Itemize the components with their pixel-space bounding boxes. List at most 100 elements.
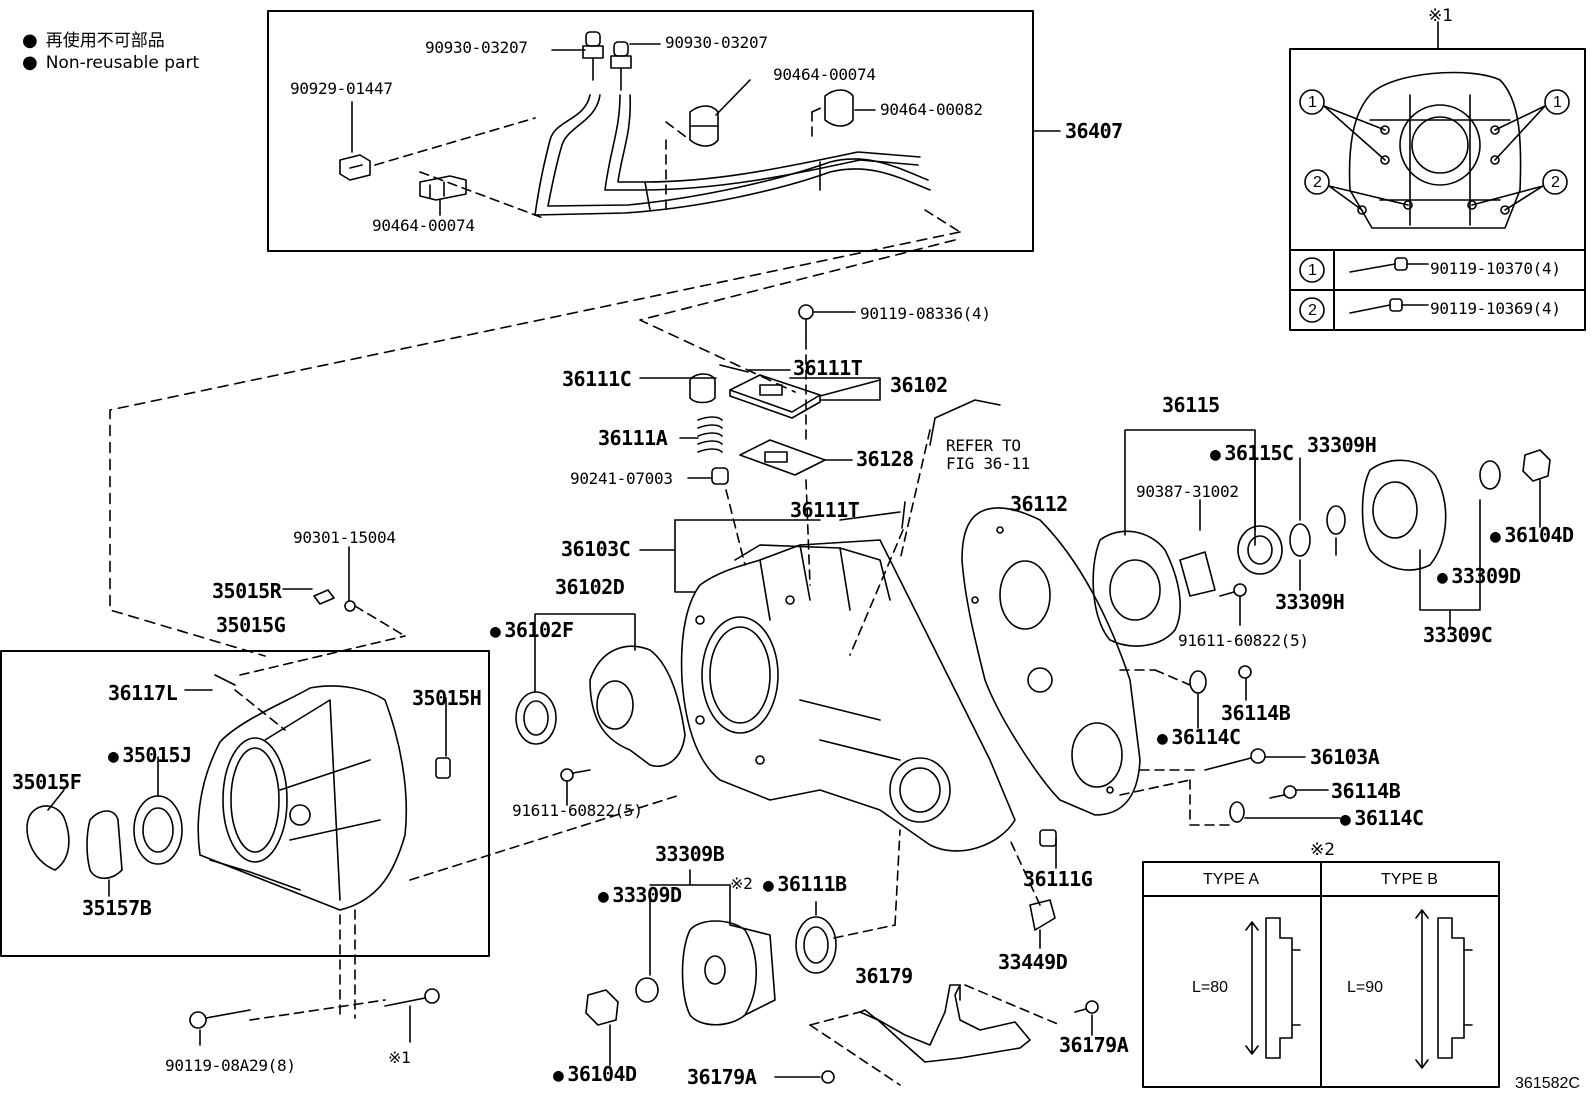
callout-36102: 36102	[890, 373, 948, 397]
seal-type-a	[1265, 917, 1301, 1059]
callout-33309D-rear: 33309D	[1437, 566, 1521, 587]
oil-line-kit-frame	[267, 10, 1034, 252]
nut-36104D-rear	[1522, 449, 1551, 482]
callout-33309H-top: 33309H	[1307, 433, 1377, 457]
bolt-36103A	[1204, 748, 1266, 771]
washer-33309H	[1289, 523, 1311, 557]
inset-1-row1-num: 1	[1308, 262, 1317, 279]
callout-36117L: 36117L	[108, 681, 178, 705]
callout-36103C: 36103C	[561, 537, 631, 561]
transfer-case-rear-cover	[961, 507, 1141, 816]
ball-90241	[711, 467, 729, 485]
inset-1-mark: ※1	[1428, 6, 1454, 26]
callout-ref2-mark: ※2	[730, 874, 753, 893]
bolt-row1-icon	[1349, 257, 1429, 273]
callout-33309C: 33309C	[1423, 623, 1493, 647]
inset-2-mark: ※2	[1310, 840, 1336, 860]
callout-90930-03207-right: 90930-03207	[665, 33, 768, 52]
callout-36179A-right: 36179A	[1059, 1033, 1129, 1057]
inset-2-length-a: L=80	[1192, 979, 1229, 996]
oil-seal-36102F	[515, 691, 557, 745]
callout-36114B-lower: 36114B	[1331, 779, 1401, 803]
bolt-90119-08336	[798, 304, 814, 341]
callout-36104D-front: 36104D	[553, 1064, 637, 1085]
callout-91611-60822-front: 91611-60822(5)	[512, 801, 643, 820]
callout-36111B: 36111B	[763, 874, 847, 895]
bolt-row2-icon	[1349, 298, 1429, 314]
callout-36111A: 36111A	[598, 426, 668, 450]
callout-36111C: 36111C	[562, 367, 632, 391]
callout-90241-07003: 90241-07003	[570, 469, 673, 488]
bearing-36115C	[1237, 525, 1283, 575]
union-bolt-left	[582, 31, 604, 81]
callout-90387-31002: 90387-31002	[1136, 482, 1239, 501]
callout-35015R: 35015R	[212, 579, 282, 603]
gasket-36128	[739, 439, 826, 476]
clip-33449D	[1029, 899, 1056, 931]
callout-36115C: 36115C	[1210, 443, 1294, 464]
pin-36111G	[1039, 829, 1057, 847]
callout-91611-60822-rear: 91611-60822(5)	[1178, 631, 1309, 650]
bushing-90387	[1179, 551, 1216, 597]
callout-36103A: 36103A	[1310, 745, 1380, 769]
callout-33309B: 33309B	[655, 842, 725, 866]
callout-90464-00082: 90464-00082	[880, 100, 983, 119]
tube-clamp-right	[824, 89, 854, 127]
washer-36114C-upper	[1189, 670, 1207, 694]
skid-bracket-36179	[859, 984, 1031, 1063]
figure-id: 361582C	[1515, 1075, 1580, 1092]
washer-36114C-lower	[1229, 801, 1245, 823]
spring-36111A	[697, 416, 723, 453]
callout-90930-03207-left: 90930-03207	[425, 38, 528, 57]
legend-text-en: Non-reusable part	[45, 53, 200, 73]
bullet-icon: ●	[22, 52, 38, 73]
bolt-36114B-lower	[1269, 785, 1297, 799]
callout-ref1-mark: ※1	[388, 1048, 411, 1067]
callout-circle-2-right	[1542, 169, 1568, 195]
callout-35015G: 35015G	[216, 613, 286, 637]
callout-90929-01447: 90929-01447	[290, 79, 393, 98]
callout-36102F: 36102F	[490, 620, 574, 641]
inset-1-circle-label-2-right: 2	[1551, 174, 1560, 191]
callout-36111T-mid: 36111T	[790, 498, 860, 522]
washer-33309H-small	[1326, 505, 1346, 535]
seal-33309D-front	[635, 977, 659, 1003]
callout-36179A-bottom: 36179A	[687, 1065, 757, 1089]
bushing-35015H	[435, 757, 451, 779]
callout-36115: 36115	[1162, 393, 1220, 417]
callout-circle-1-right	[1544, 89, 1570, 115]
inset-2-length-b: L=90	[1347, 979, 1384, 996]
dust-deflector	[86, 810, 123, 880]
breather-pin	[214, 674, 236, 686]
union-bolt-right	[610, 41, 632, 91]
callout-36407: 36407	[1065, 119, 1123, 143]
pin-36111T-top	[719, 364, 749, 373]
oil-cooler-tube-assembly	[534, 94, 931, 216]
callout-36114C-lower: 36114C	[1340, 808, 1424, 829]
inset-1-row2-part: 90119-10369(4)	[1430, 299, 1561, 318]
rear-output-retainer	[1092, 530, 1181, 647]
front-output-housing	[589, 645, 686, 767]
callout-36104D-rear: 36104D	[1490, 525, 1574, 546]
inset-1-row1-part: 90119-10370(4)	[1430, 259, 1561, 278]
length-b-dim	[1415, 909, 1429, 1069]
callout-circle-1-left	[1299, 89, 1325, 115]
companion-flange-front	[681, 920, 776, 1026]
row2-circle	[1299, 297, 1325, 323]
legend-text-jp: 再使用不可部品	[45, 31, 165, 51]
callout-36111T-top: 36111T	[793, 356, 863, 380]
callout-35015H: 35015H	[412, 686, 482, 710]
bolt-36179A-bottom	[821, 1070, 835, 1084]
oil-seal-extension	[133, 795, 183, 865]
tube-clamp-lower	[419, 175, 467, 201]
callout-33309D-front: 33309D	[598, 885, 682, 906]
bolt-ref1	[384, 988, 440, 1007]
callout-90464-00074-top: 90464-00074	[773, 65, 876, 84]
callout-36112: 36112	[1010, 492, 1068, 516]
inset-1-row2-num: 2	[1308, 302, 1317, 319]
extension-housing-frame	[0, 650, 490, 957]
bolt-36179A-right	[1074, 1000, 1099, 1014]
bolt-91611-front	[560, 768, 591, 782]
inset-1-circle-label-1-left: 1	[1308, 94, 1317, 111]
